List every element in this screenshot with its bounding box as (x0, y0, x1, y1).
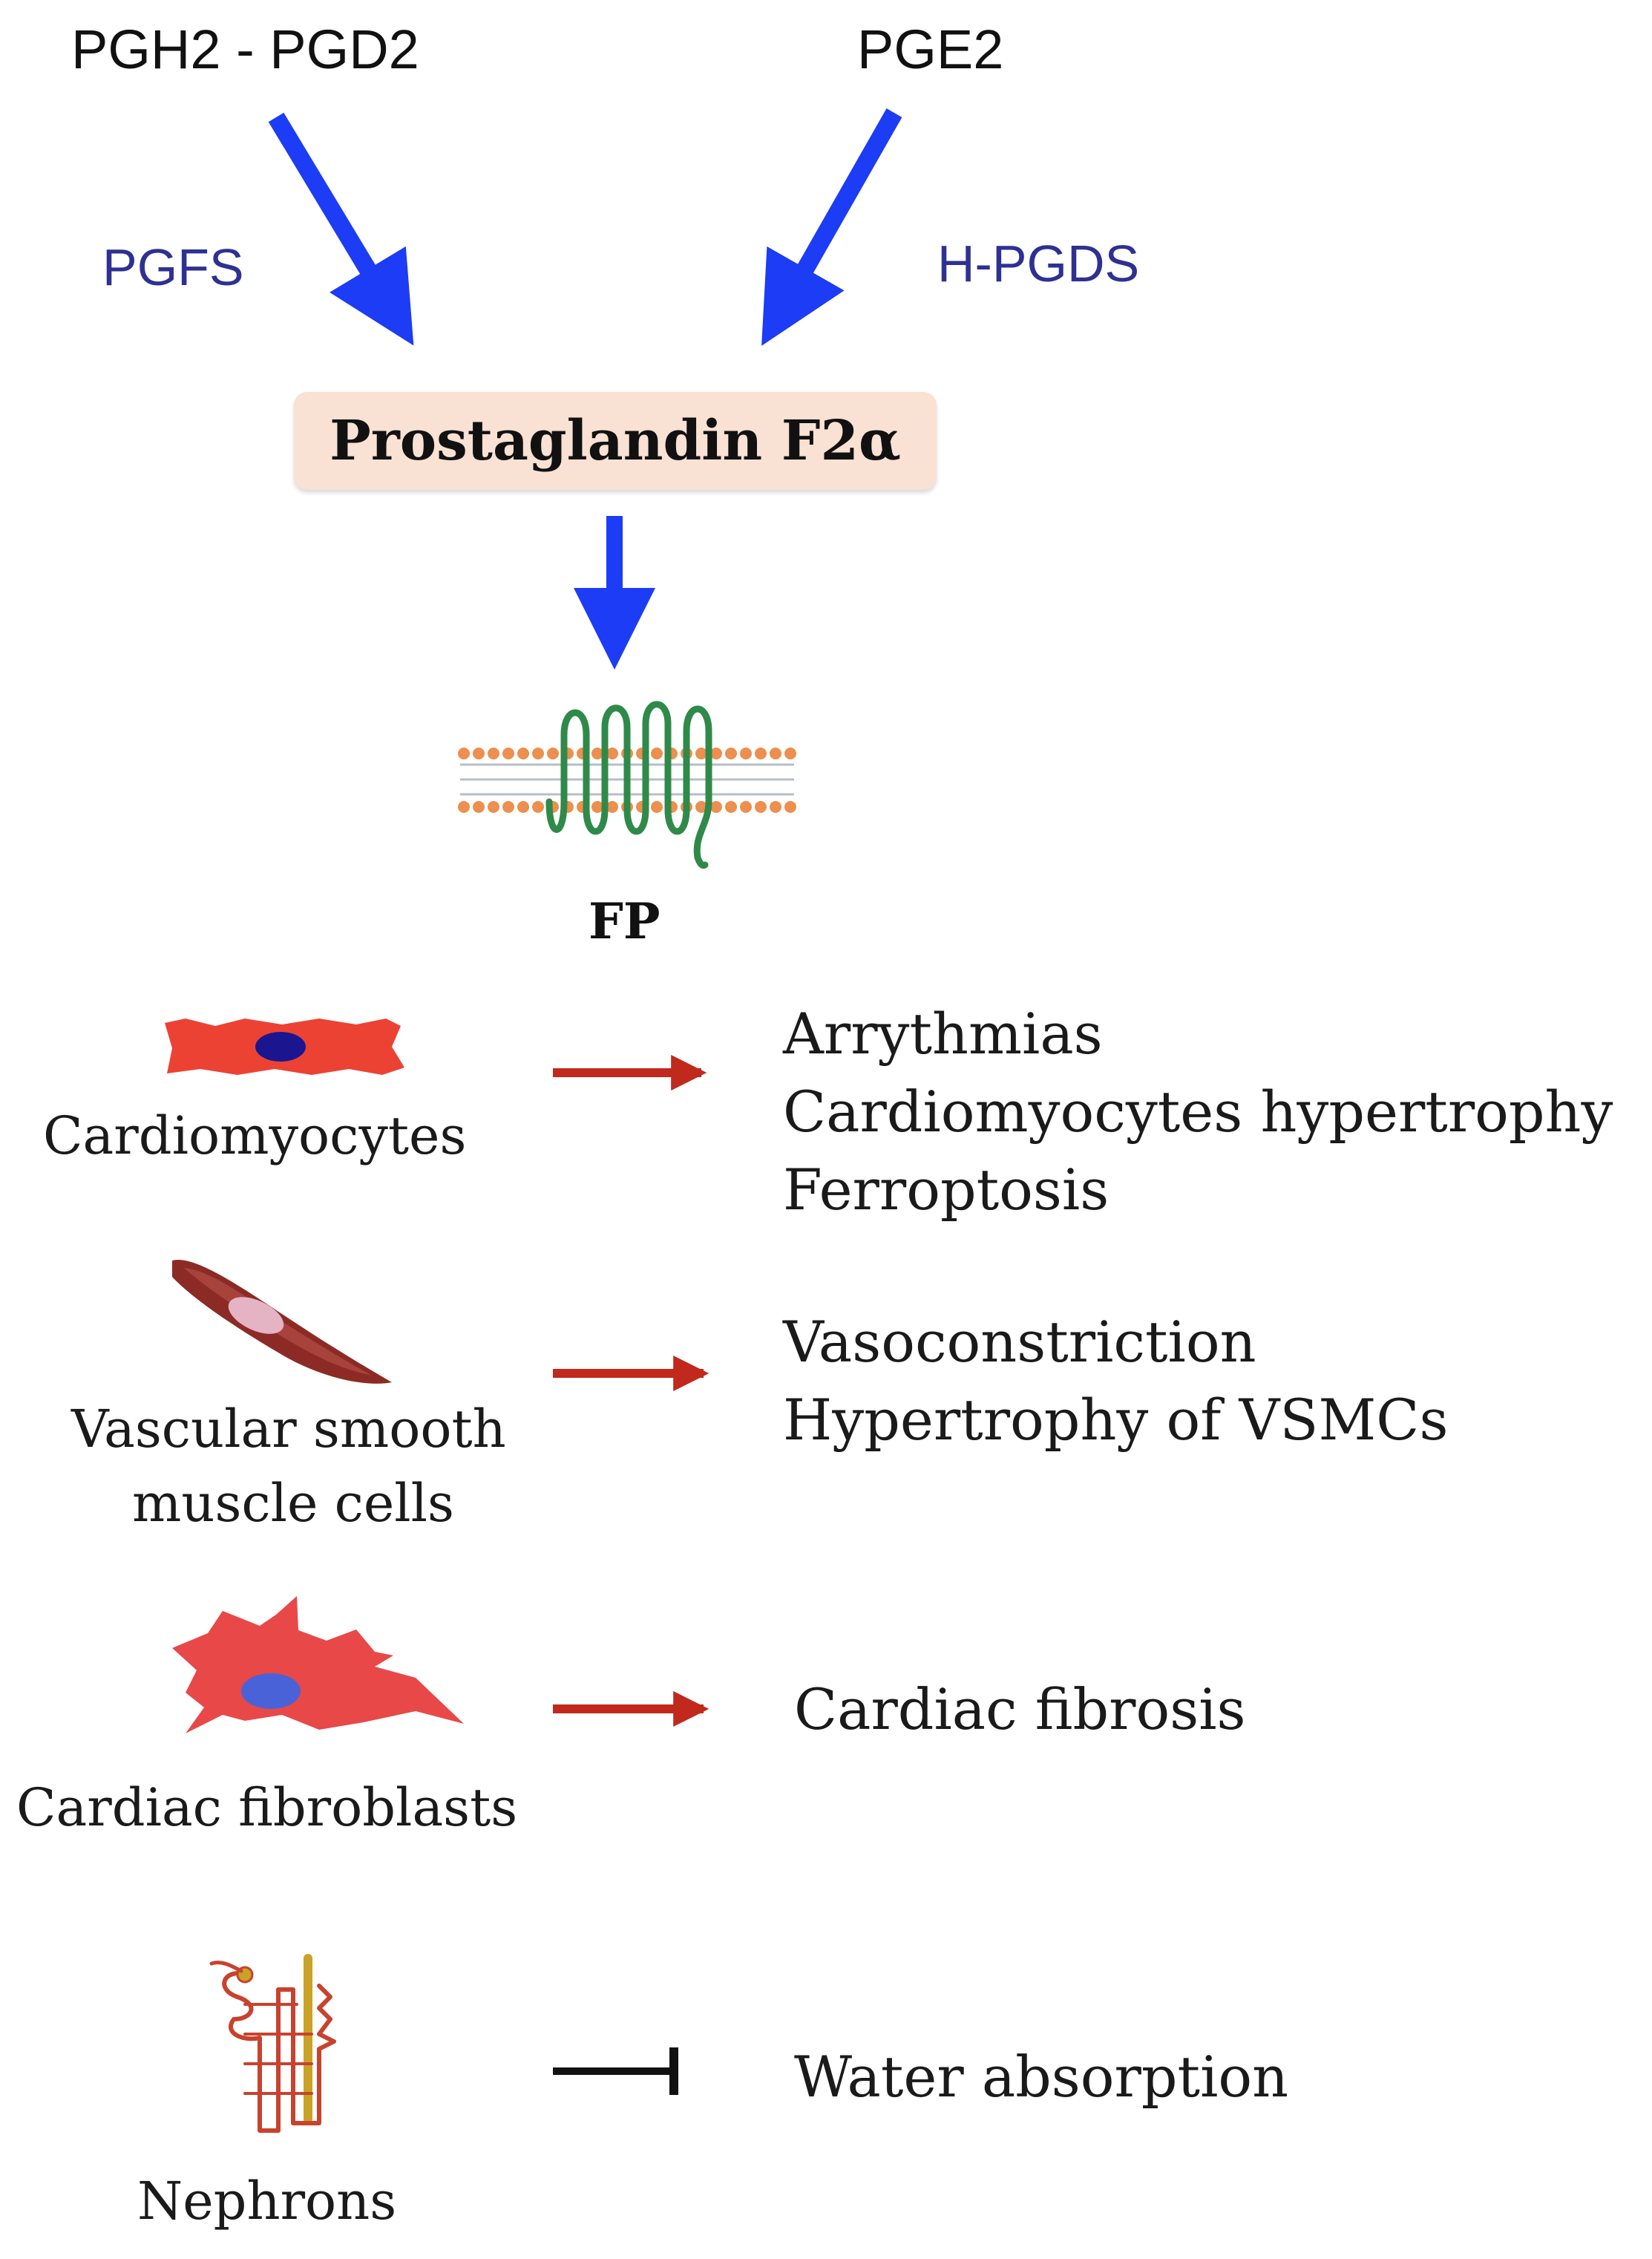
cell-label-vsmc-line1: Vascular smooth (71, 1399, 506, 1459)
cardiomyocyte-icon (165, 1019, 404, 1075)
effect-cardiac-fibrosis: Cardiac fibrosis (794, 1676, 1246, 1742)
nephron-icon (209, 1954, 336, 2133)
cell-label-cardiomyocytes: Cardiomyocytes (43, 1105, 467, 1166)
cell-label-vsmc-line2: muscle cells (132, 1473, 454, 1534)
effect-ferroptosis: Ferroptosis (783, 1157, 1109, 1223)
effect-hypertrophy-vsmcs: Hypertrophy of VSMCs (783, 1387, 1449, 1453)
product-label: Prostaglandin F2α (330, 409, 901, 473)
inhibition-arrow-nephrons (553, 2047, 678, 2095)
effect-water-absorption: Water absorption (794, 2044, 1289, 2110)
substrate-right: PGE2 (857, 19, 1004, 80)
effect-arrythmias: Arrythmias (783, 1001, 1103, 1067)
fibroblast-icon (172, 1596, 464, 1733)
receptor-label: FP (589, 892, 661, 950)
cell-label-nephrons: Nephrons (137, 2171, 397, 2232)
arrow-substrate-left (268, 112, 414, 346)
product-box: Prostaglandin F2α (294, 392, 937, 490)
cell-label-fibroblasts: Cardiac fibroblasts (16, 1777, 518, 1838)
vsmc-icon (172, 1259, 392, 1384)
fp-receptor-icon (458, 701, 796, 869)
arrow-substrate-right (761, 108, 902, 346)
effect-cardiomyocytes-hypertrophy: Cardiomyocytes hypertrophy (783, 1079, 1613, 1145)
enzyme-left: PGFS (102, 238, 244, 296)
substrate-left: PGH2 - PGD2 (71, 19, 419, 80)
enzyme-right: H-PGDS (937, 235, 1140, 292)
effect-vasoconstriction: Vasoconstriction (783, 1309, 1256, 1375)
